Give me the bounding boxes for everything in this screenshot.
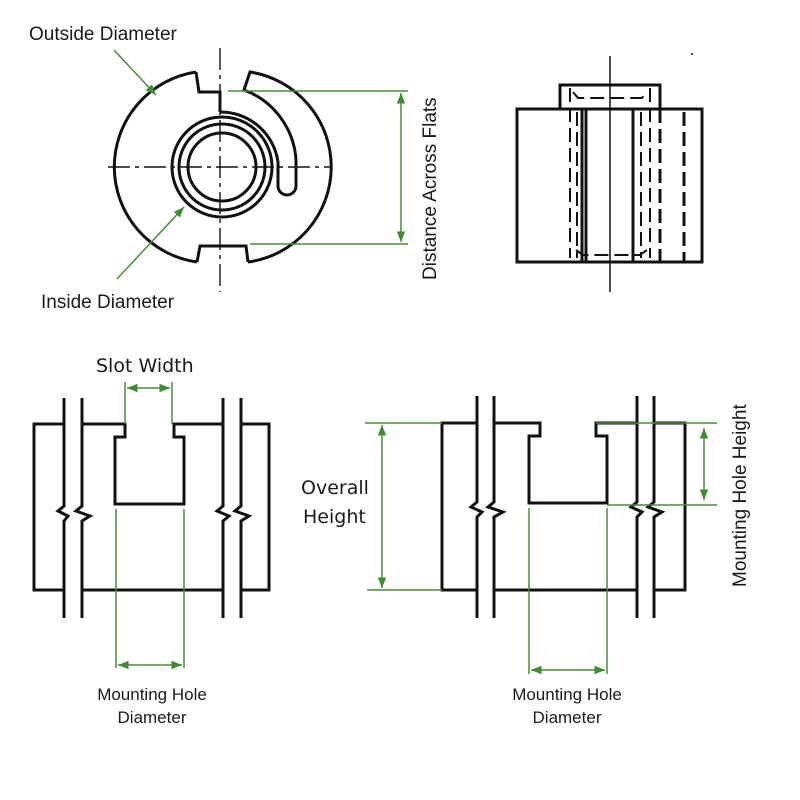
break-line: [55, 398, 71, 618]
top-view: Outside Diameter Inside Diameter Distanc…: [29, 24, 441, 313]
stray-dot: [691, 53, 693, 55]
outer-body-left: [112, 70, 250, 264]
outside-diameter-label: Outside Diameter: [29, 24, 178, 45]
front-section-left: Slot Width Mounting Hole Diameter: [32, 355, 271, 727]
mounting-hole-diameter-label-line1: Mounting Hole: [97, 685, 207, 704]
break-line: [73, 398, 94, 618]
slot-width-label: Slot Width: [96, 355, 194, 377]
overall-height-label-line1: Overall: [301, 477, 369, 499]
break-line: [628, 396, 645, 618]
slot-outline: [494, 421, 637, 505]
outside-diameter-leader: [113, 49, 157, 96]
break-line: [484, 396, 507, 618]
left-flange-outline: [32, 422, 64, 592]
middle-coil-ring: [177, 122, 267, 212]
break-line: [214, 398, 232, 618]
right-flange-outline: [241, 422, 271, 592]
mounting-hole-diameter-label-line1: Mounting Hole: [512, 685, 622, 704]
break-line: [645, 396, 666, 618]
right-flange-outline: [654, 421, 687, 592]
side-collar: [558, 83, 662, 109]
mounting-hole-diameter-label-line2: Diameter: [533, 708, 602, 727]
front-section-right: Overall Height Mounting Hole Height Moun…: [301, 396, 751, 727]
outer-coil-ring: [170, 115, 274, 219]
mounting-hole-diameter-label-line2: Diameter: [118, 708, 187, 727]
outer-body-right: [219, 70, 333, 264]
slot-outline: [82, 422, 223, 506]
side-body: [515, 107, 704, 264]
break-line: [232, 398, 253, 618]
side-view: [515, 53, 704, 292]
hidden-bottom-edge: [575, 249, 648, 256]
distance-across-flats-label: Distance Across Flats: [420, 97, 441, 280]
inner-diameter-ring: [186, 131, 258, 203]
break-line: [468, 396, 485, 618]
left-flange-outline: [440, 421, 477, 592]
inside-diameter-label: Inside Diameter: [41, 292, 175, 313]
overall-height-label-line2: Height: [303, 506, 366, 528]
hidden-top-edge: [572, 91, 648, 99]
mounting-hole-height-label: Mounting Hole Height: [730, 404, 751, 587]
inside-diameter-leader: [116, 206, 185, 280]
